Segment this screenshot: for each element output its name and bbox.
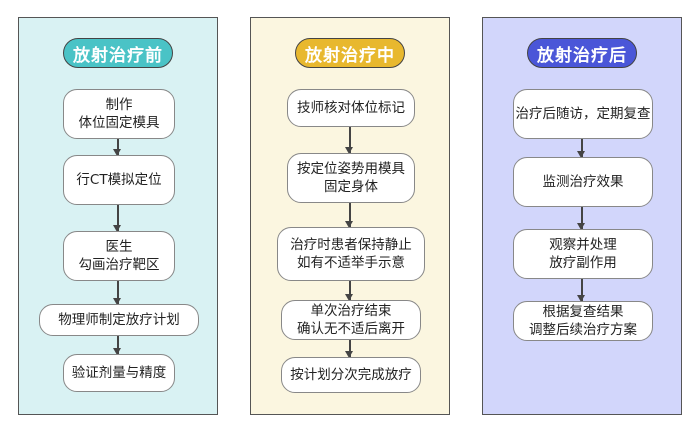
step-ct-simulation: 行CT模拟定位 [63,155,175,205]
step-text: 验证剂量与精度 [71,365,167,381]
step-text: 如有不适举手示意 [297,255,405,271]
step-text: 勾画治疗靶区 [78,257,160,273]
panel-title: 放射治疗中 [295,38,405,68]
panel-during-radiotherapy: 放射治疗中 技师核对体位标记 按定位姿势用模具 固定身体 治疗时患者保持静止 如… [250,17,450,415]
step-stay-still: 治疗时患者保持静止 如有不适举手示意 [277,227,425,281]
arrow-connector [114,281,121,305]
step-text: 制作 [105,97,133,113]
panel-title: 放射治疗前 [63,38,173,68]
step-treatment-plan: 物理师制定放疗计划 [39,304,199,336]
arrow-connector [578,207,585,230]
step-text: 按计划分次完成放疗 [290,367,412,383]
step-text: 技师核对体位标记 [297,100,405,116]
arrow-connector [346,281,353,301]
step-side-effects: 观察并处理 放疗副作用 [513,229,653,279]
step-adjust-plan: 根据复查结果 调整后续治疗方案 [513,301,653,341]
step-text: 治疗时患者保持静止 [290,237,412,253]
step-text: 按定位姿势用模具 [297,161,405,177]
step-follow-up: 治疗后随访，定期复查 [513,89,653,139]
step-text: 根据复查结果 [542,304,624,320]
step-text: 确认无不适后离开 [297,321,405,337]
panel-before-radiotherapy: 放射治疗前 制作 体位固定模具 行CT模拟定位 医生 勾画治疗靶区 物理师制定放… [18,17,218,415]
arrow-connector [346,340,353,358]
arrow-connector [578,139,585,158]
step-complete-fractions: 按计划分次完成放疗 [281,357,421,393]
step-text: 治疗后随访，定期复查 [515,106,651,122]
arrow-connector [346,203,353,228]
arrow-connector [114,336,121,355]
arrow-connector [114,205,121,232]
step-text: 调整后续治疗方案 [529,322,637,338]
arrow-connector [114,139,121,156]
step-text: 医生 [105,239,133,255]
panel-after-radiotherapy: 放射治疗后 治疗后随访，定期复查 监测治疗效果 观察并处理 放疗副作用 根据复查… [482,17,682,415]
step-text: 单次治疗结束 [310,303,392,319]
panel-title: 放射治疗后 [527,38,637,68]
step-text: 放疗副作用 [549,255,617,271]
step-text: 体位固定模具 [78,115,160,131]
step-text: 固定身体 [324,179,378,195]
step-text: 观察并处理 [549,237,617,253]
step-text: 监测治疗效果 [542,174,624,190]
step-make-fixation-mold: 制作 体位固定模具 [63,89,175,139]
arrow-connector [346,127,353,154]
step-check-body-marks: 技师核对体位标记 [287,89,415,127]
step-fix-body-with-mold: 按定位姿势用模具 固定身体 [287,153,415,203]
arrow-connector [578,279,585,302]
step-verify-dose: 验证剂量与精度 [63,354,175,392]
step-monitor-effect: 监测治疗效果 [513,157,653,207]
step-session-end: 单次治疗结束 确认无不适后离开 [281,300,421,340]
step-text: 行CT模拟定位 [76,172,162,188]
step-delineate-target: 医生 勾画治疗靶区 [63,231,175,281]
step-text: 物理师制定放疗计划 [58,312,180,328]
